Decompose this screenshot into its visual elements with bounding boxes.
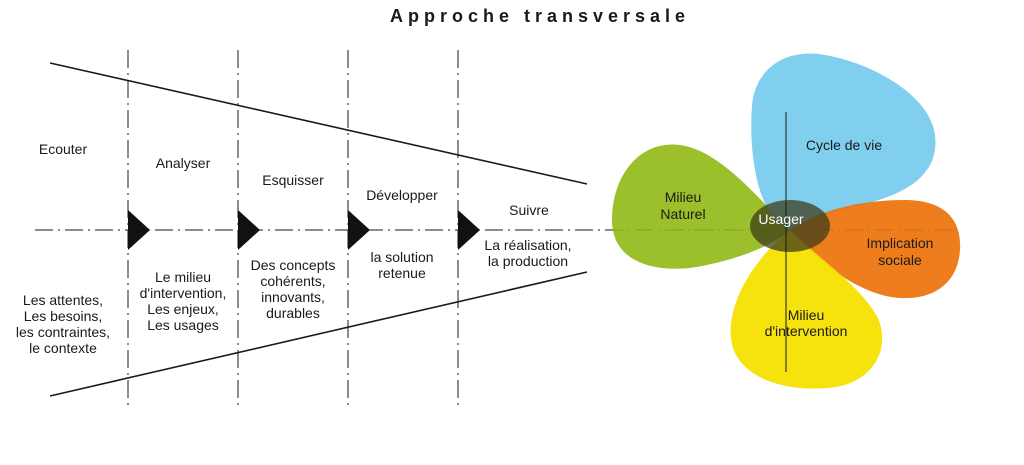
usager-center <box>750 200 830 252</box>
detail-line: d'intervention, <box>140 285 227 301</box>
arrow-3 <box>348 210 370 250</box>
flower <box>612 53 961 389</box>
detail-line: cohérents, <box>260 273 325 289</box>
detail-line: Les usages <box>147 317 219 333</box>
petal-label-milieu-2: Milieu <box>788 307 825 323</box>
petal-label-sociale: sociale <box>878 252 922 268</box>
detail-line: Des concepts <box>251 257 336 273</box>
petal-label-milieu: Milieu <box>665 189 702 205</box>
detail-line: La réalisation, <box>484 237 571 253</box>
detail-line: le contexte <box>29 340 97 356</box>
stage-name-ecouter: Ecouter <box>39 141 88 157</box>
stage-detail-analyser: Le milieu d'intervention, Les enjeux, Le… <box>140 269 227 333</box>
petal-implication-sociale <box>790 200 961 299</box>
detail-line: Les besoins, <box>24 308 103 324</box>
stage-detail-suivre: La réalisation, la production <box>484 237 571 269</box>
funnel-top-line <box>49 62 588 185</box>
diagram-title: Approche transversale <box>390 6 690 26</box>
stage-name-esquisser: Esquisser <box>262 172 324 188</box>
stage-separators <box>127 50 459 405</box>
petal-label-naturel: Naturel <box>660 206 705 222</box>
stage-detail-esquisser: Des concepts cohérents, innovants, durab… <box>251 257 336 321</box>
detail-line: innovants, <box>261 289 325 305</box>
petal-milieu-intervention <box>730 230 883 389</box>
petal-label-implication: Implication <box>867 235 934 251</box>
detail-line: Les attentes, <box>23 292 103 308</box>
arrow-4 <box>458 210 480 250</box>
detail-line: la solution <box>370 249 433 265</box>
detail-line: les contraintes, <box>16 324 110 340</box>
center-label-usager: Usager <box>758 211 803 227</box>
detail-line: durables <box>266 305 320 321</box>
detail-line: la production <box>488 253 568 269</box>
funnel-bottom-line <box>49 271 588 397</box>
petal-cycle-de-vie <box>751 53 936 230</box>
arrow-2 <box>238 210 260 250</box>
detail-line: Le milieu <box>155 269 211 285</box>
stage-arrows <box>128 210 480 250</box>
stage-name-developper: Développer <box>366 187 438 203</box>
arrow-1 <box>128 210 150 250</box>
stage-detail-ecouter: Les attentes, Les besoins, les contraint… <box>16 292 110 356</box>
petal-label-cycle-de-vie: Cycle de vie <box>806 137 882 153</box>
stage-name-analyser: Analyser <box>156 155 211 171</box>
petal-label-intervention: d'intervention <box>765 323 848 339</box>
petal-milieu-naturel <box>612 144 790 269</box>
detail-line: retenue <box>378 265 426 281</box>
stage-name-suivre: Suivre <box>509 202 549 218</box>
detail-line: Les enjeux, <box>147 301 219 317</box>
stage-detail-developper: la solution retenue <box>370 249 433 281</box>
